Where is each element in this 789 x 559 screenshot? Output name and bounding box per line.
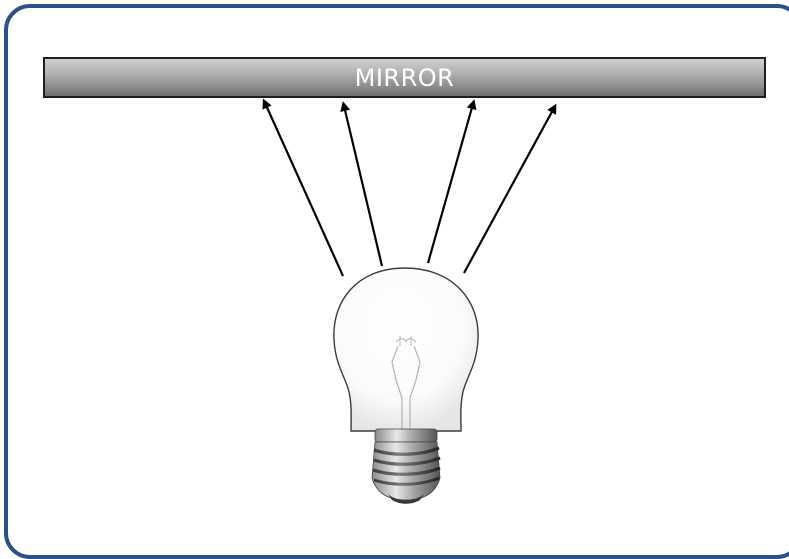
light-ray-arrow [265,103,343,276]
light-ray-arrow [344,106,382,266]
light-ray-arrow [464,108,554,273]
light-bulb-icon [334,268,478,504]
light-ray-arrow [428,104,473,263]
